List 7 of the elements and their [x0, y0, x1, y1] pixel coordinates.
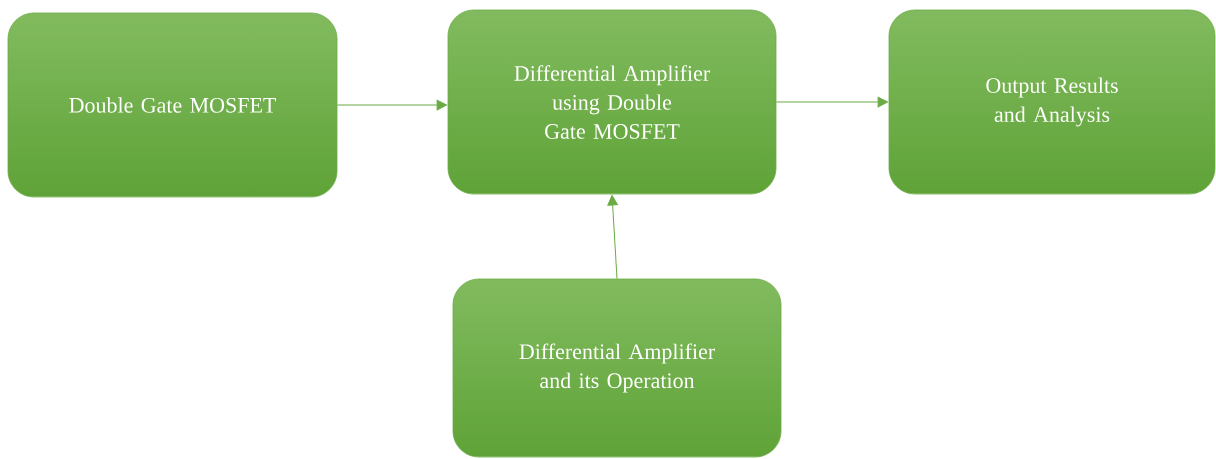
process-box: Output Results and Analysis: [888, 9, 1216, 195]
process-box: Double Gate MOSFET: [7, 12, 338, 198]
arrow: [607, 195, 618, 280]
arrow: [775, 96, 888, 108]
process-box: Differential Amplifier and its Operation: [452, 278, 782, 458]
arrow: [336, 99, 447, 111]
process-box: Differential Amplifier using Double Gate MOSFET: [447, 9, 777, 195]
